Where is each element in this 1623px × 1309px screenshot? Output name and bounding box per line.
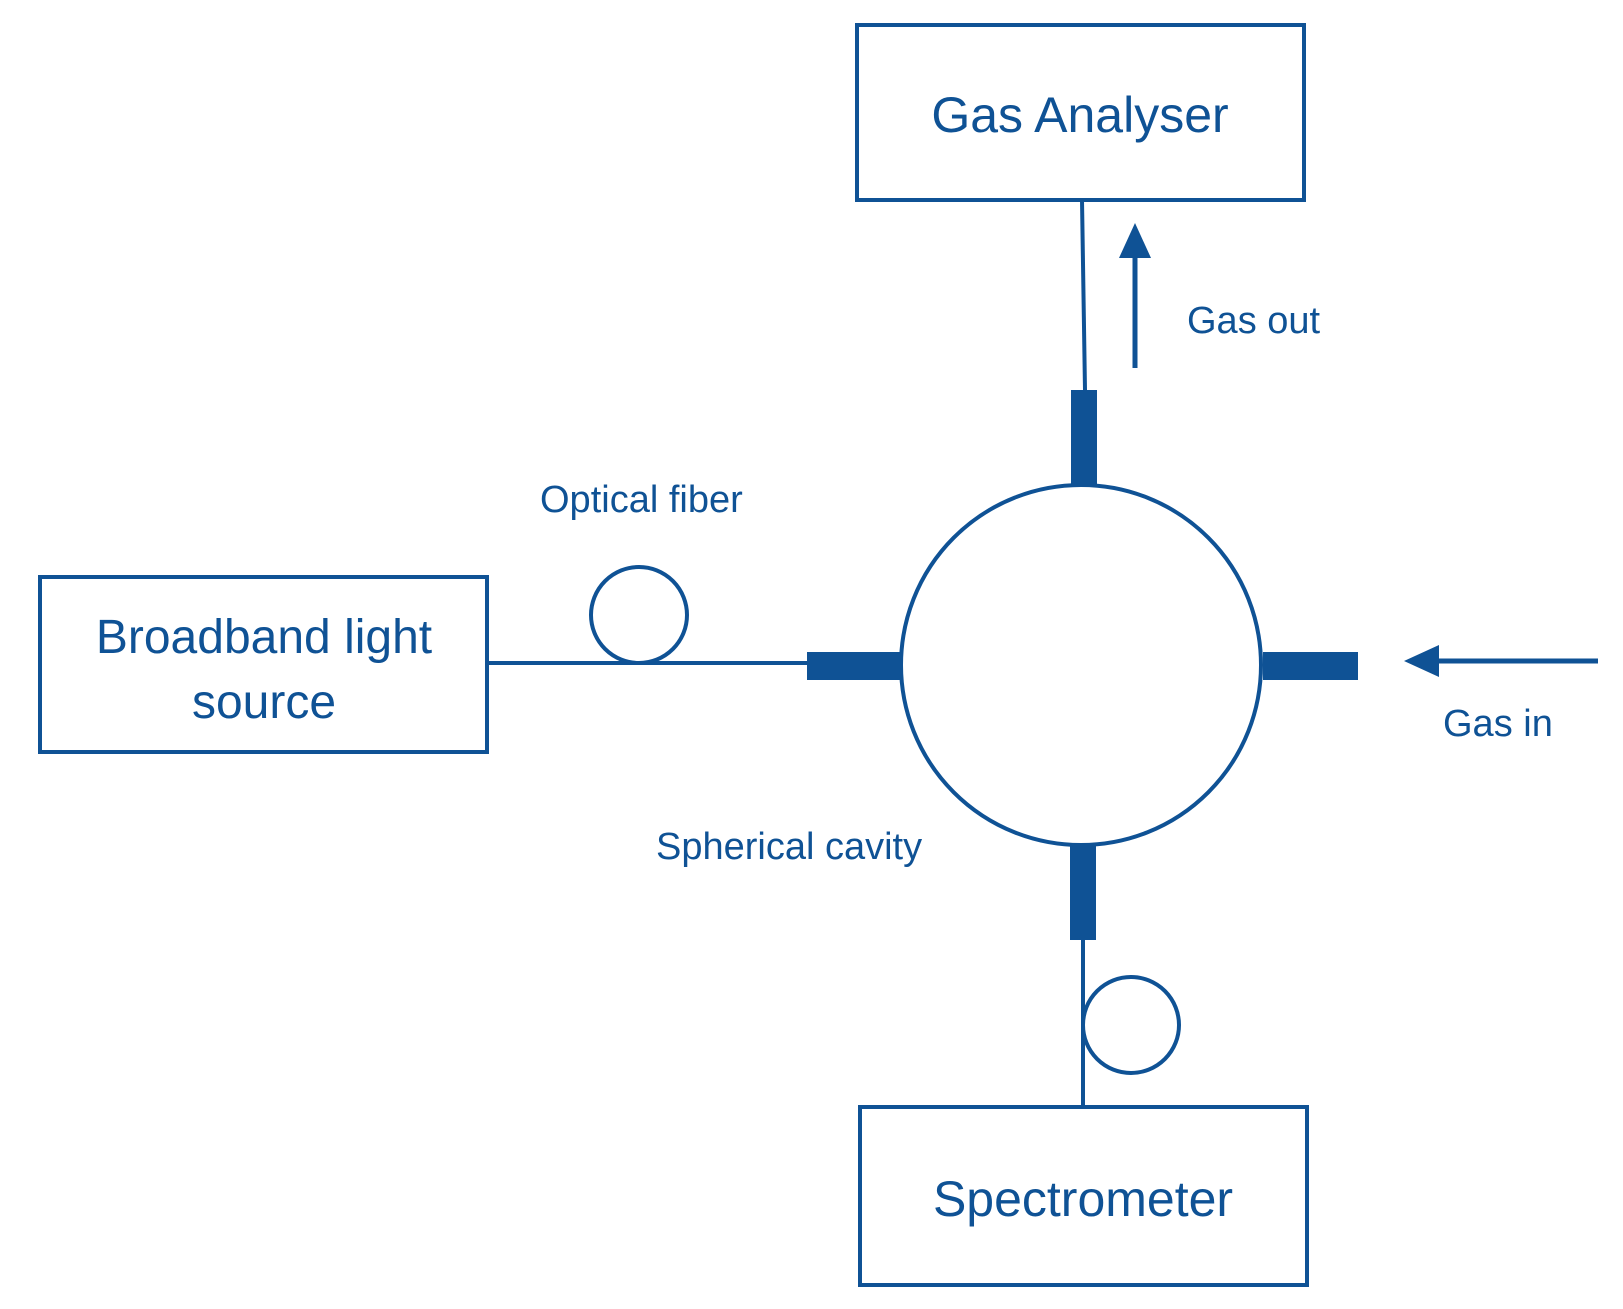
input-fiber-loop <box>589 565 689 665</box>
output-fiber-loop <box>1081 975 1181 1075</box>
gas-out-arrow <box>1119 223 1151 368</box>
right-port <box>1263 652 1358 680</box>
gas-out-label: Gas out <box>1187 300 1321 342</box>
gas-analyser-box <box>855 23 1306 202</box>
light-source-block: Broadband light source <box>38 575 489 754</box>
gas-in-label: Gas in <box>1443 703 1553 745</box>
top-port <box>1071 390 1097 485</box>
light-source-label-line1: Broadband light <box>96 611 432 664</box>
spherical-cavity-circle <box>899 483 1263 847</box>
light-source-label-line2: source <box>192 676 336 729</box>
bottom-port <box>1070 845 1096 940</box>
gas-analyser-label: Gas Analyser <box>931 87 1228 143</box>
analyser-gas-line <box>1080 199 1087 391</box>
gas-in-arrow <box>1404 645 1598 677</box>
spherical-cavity-label: Spherical cavity <box>656 826 922 868</box>
spectrometer-block: Spectrometer <box>858 1105 1309 1287</box>
gas-analyser-block: Gas Analyser <box>855 23 1306 202</box>
spectrometer-label: Spectrometer <box>933 1171 1233 1227</box>
optical-fiber-label: Optical fiber <box>540 479 743 521</box>
left-port <box>807 652 901 680</box>
